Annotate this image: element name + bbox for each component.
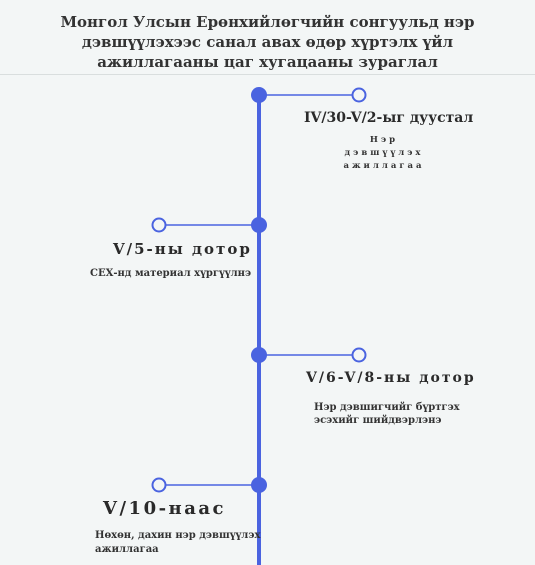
event-4-date: V/10-наас <box>103 498 227 519</box>
event-3-marker <box>351 347 367 363</box>
event-3-node <box>251 347 267 363</box>
event-1-marker <box>351 87 367 103</box>
event-2-node <box>251 217 267 233</box>
event-2-description: СЕХ-нд материал хүргүүлнэ <box>90 268 252 279</box>
event-2-marker <box>151 217 167 233</box>
event-1-node <box>251 87 267 103</box>
divider <box>0 74 535 75</box>
event-2-date: V/5-ны дотор <box>113 240 252 258</box>
event-4-marker <box>151 477 167 493</box>
page-title: Монгол Улсын Ерөнхийлөгчийн сонгуульд нэ… <box>60 13 475 71</box>
event-1-date: IV/30-V/2-ыг дуустал <box>304 110 474 126</box>
event-4-description: Нөхөн, дахин нэр дэвшүүлэх ажиллагаа <box>95 530 261 555</box>
event-4-node <box>251 477 267 493</box>
event-3-description: Нэр дэвшигчийг бүртгэх эсэхийг шийдвэрлэ… <box>314 402 460 426</box>
event-3-date: V/6-V/8-ны дотор <box>306 370 476 386</box>
event-1-description: Нэр дэвшүүлэх ажиллагаа <box>343 135 425 171</box>
